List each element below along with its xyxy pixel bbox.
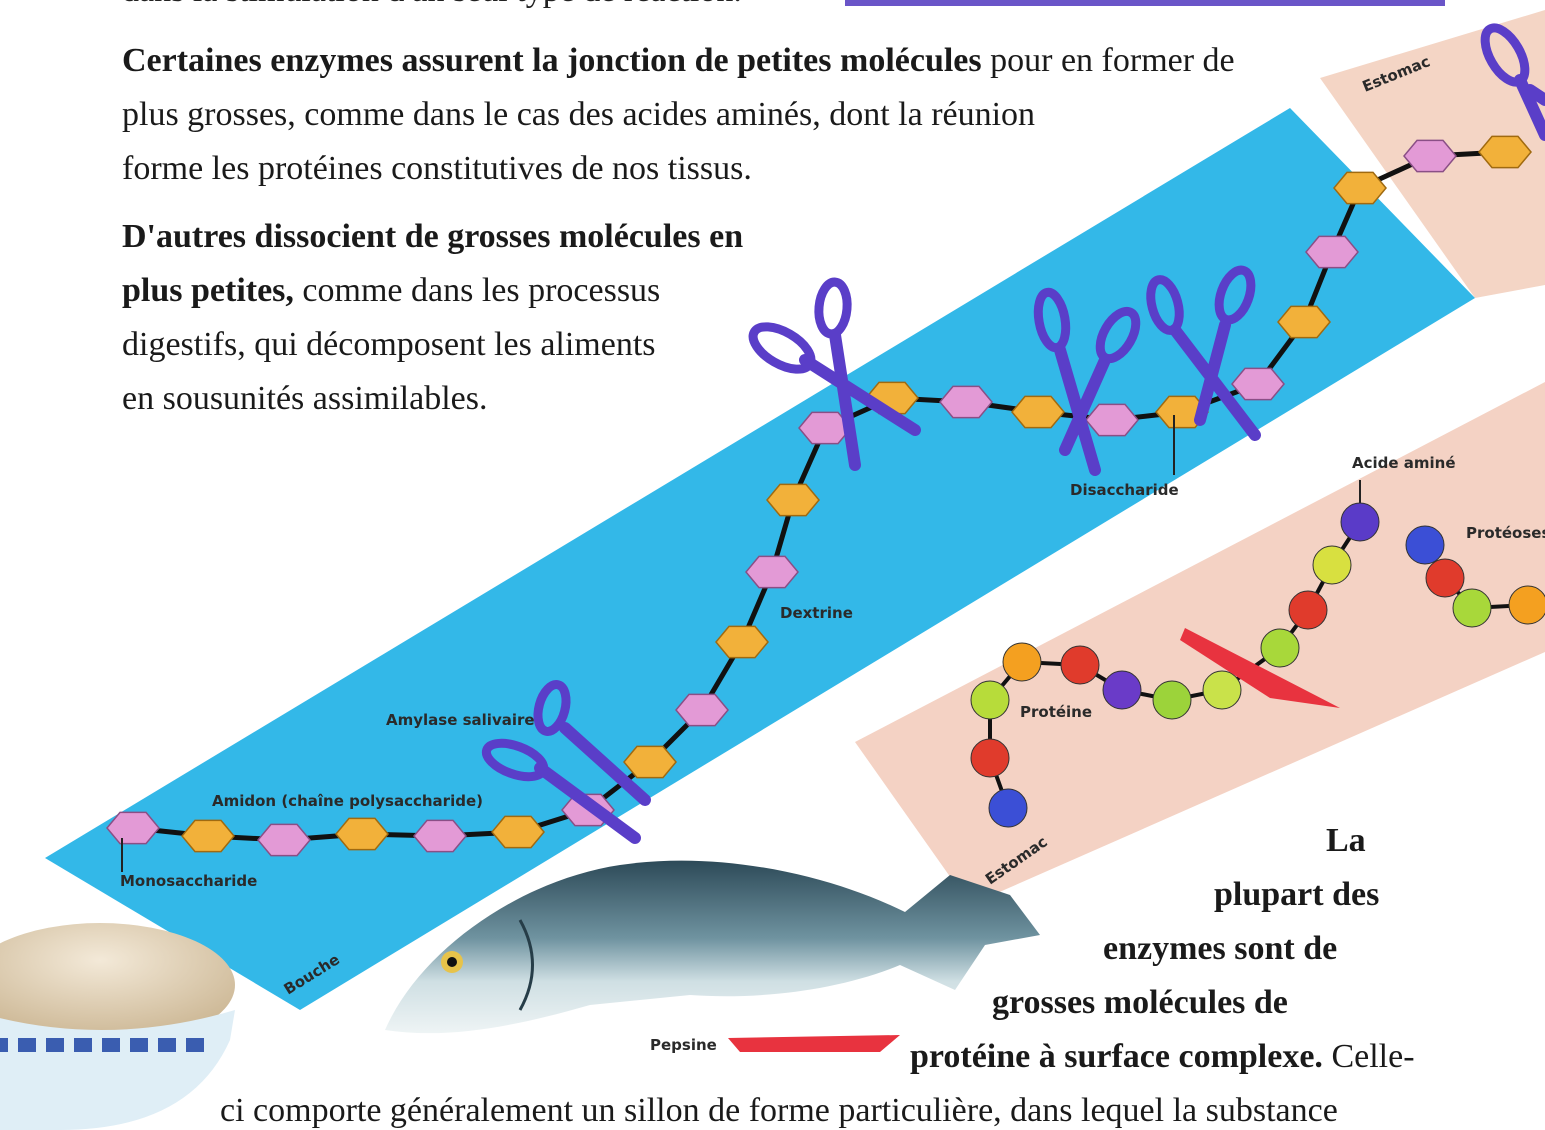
para3-bold: protéine à surface complexe. [910, 1038, 1323, 1075]
para3-rest: Celle- [1323, 1038, 1415, 1075]
amino-acid-bead [971, 739, 1009, 777]
amino-acid-bead [989, 789, 1027, 827]
pepsine-knife-icon [728, 1035, 900, 1052]
para3-line3: enzymes sont de [1103, 922, 1337, 976]
para2-line1: D'autres dissocient de grosses molécules… [122, 210, 743, 264]
amino-acid-bead [1003, 643, 1041, 681]
para1-line1: Certaines enzymes assurent la jonction d… [122, 34, 1235, 88]
label-monosaccharide: Monosaccharide [120, 872, 257, 890]
amino-acid-bead [1261, 629, 1299, 667]
amino-acid-bead [1406, 526, 1444, 564]
label-proteoses: Protéoses [1466, 524, 1545, 542]
amino-acid-bead [1341, 503, 1379, 541]
para2-line3: digestifs, qui décomposent les aliments [122, 318, 656, 372]
para1-bold: Certaines enzymes assurent la jonction d… [122, 42, 982, 79]
label-dextrine: Dextrine [780, 604, 853, 622]
para1-line3: forme les protéines constitutives de nos… [122, 142, 752, 196]
label-pepsine: Pepsine [650, 1036, 717, 1054]
label-disaccharide: Disaccharide [1070, 481, 1179, 499]
para1-rest: pour en former de [982, 42, 1235, 79]
amino-acid-bead [1453, 589, 1491, 627]
rice-bowl-icon [0, 923, 235, 1130]
label-proteine: Protéine [1020, 703, 1092, 721]
amino-acid-bead [1153, 681, 1191, 719]
para3-line2: plupart des [1214, 868, 1379, 922]
para3-line5: protéine à surface complexe. Celle- [910, 1030, 1415, 1084]
para3-line4: grosses molécules de [992, 976, 1288, 1030]
para3-line1: La [1326, 814, 1366, 868]
para2-bold1: D'autres dissocient de grosses molécules… [122, 218, 743, 255]
amino-acid-bead [1289, 591, 1327, 629]
amino-acid-bead [1103, 671, 1141, 709]
header-cut-text: dans la stimulation d'un seul type de ré… [122, 0, 742, 18]
amino-acid-bead [1426, 559, 1464, 597]
amino-acid-bead [1203, 671, 1241, 709]
para2-line2: plus petites, comme dans les processus [122, 264, 660, 318]
para3-line6: ci comporte généralement un sillon de fo… [220, 1084, 1338, 1130]
para2-rest: comme dans les processus [294, 272, 660, 309]
label-acide-amine: Acide aminé [1352, 454, 1456, 472]
para2-line4: en sousunités assimilables. [122, 372, 487, 426]
amino-acid-bead [1509, 586, 1545, 624]
label-amylase: Amylase salivaire [386, 711, 535, 729]
amino-acid-bead [1313, 546, 1351, 584]
purple-strip [845, 0, 1445, 6]
para1-line2: plus grosses, comme dans le cas des acid… [122, 88, 1035, 142]
label-amidon: Amidon (chaîne polysaccharide) [212, 792, 483, 810]
para2-bold2: plus petites, [122, 272, 294, 309]
amino-acid-bead [1061, 646, 1099, 684]
amino-acid-bead [971, 681, 1009, 719]
